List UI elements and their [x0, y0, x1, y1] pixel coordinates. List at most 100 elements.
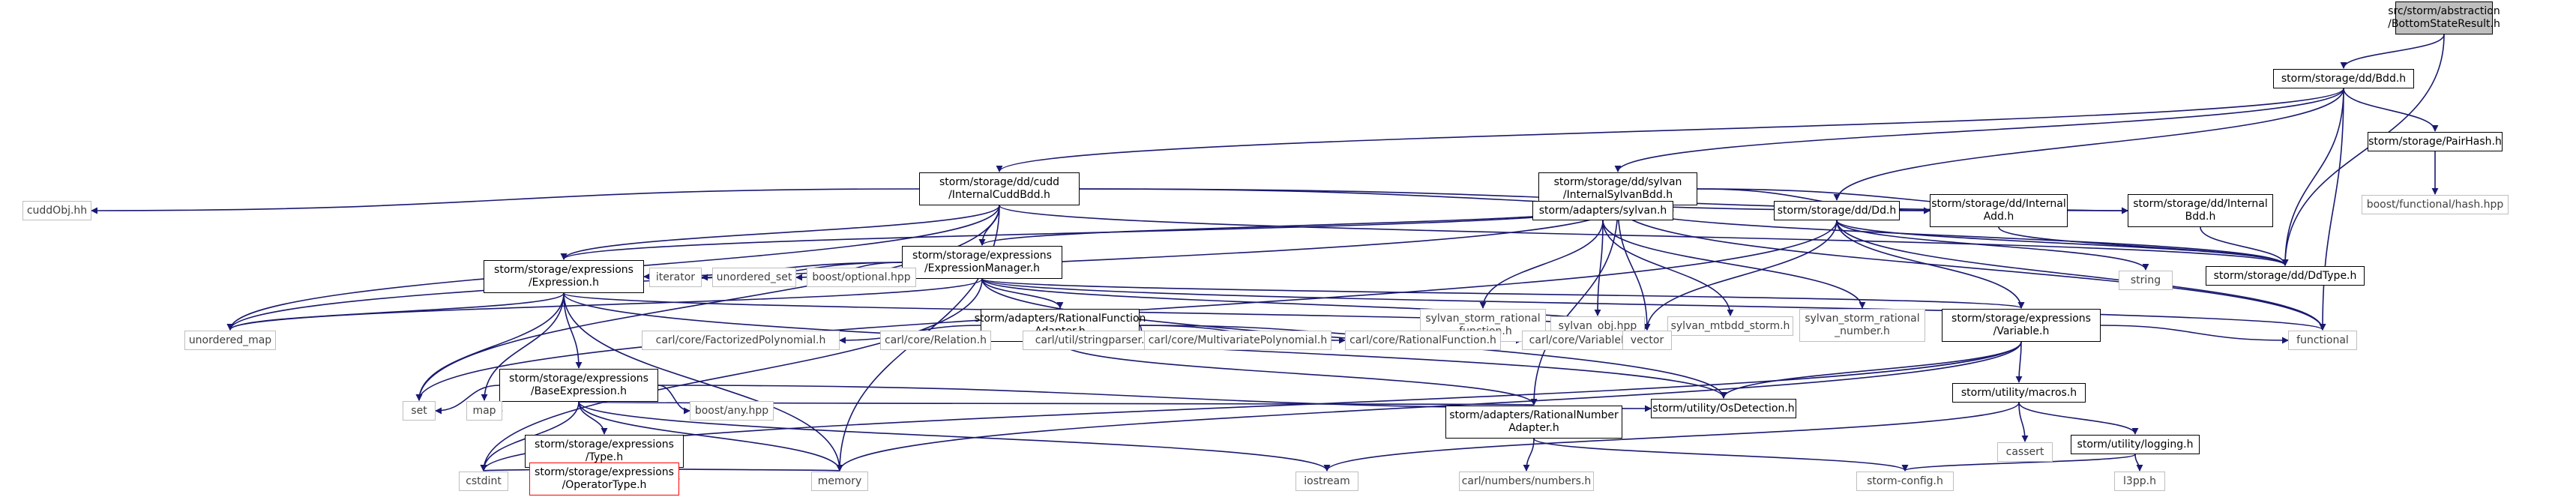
node-label-line: carl/core/MultivariatePolynomial.h	[1148, 334, 1328, 346]
node-label-line: storm/storage/dd/Internal	[2133, 198, 2268, 210]
edge-logging-to-stormconfig	[1901, 454, 2136, 472]
node-label-line: boost/any.hpp	[694, 404, 769, 417]
node-label-line: src/storm/abstraction	[2388, 5, 2500, 17]
node-set: set	[403, 401, 436, 421]
node-label-line: Add.h	[1983, 211, 2014, 223]
edge-expression-to-map	[481, 292, 565, 401]
node-exprmgr[interactable]: storm/storage/expressions/ExpressionMana…	[902, 246, 1062, 279]
node-label-line: storm/utility/logging.h	[2077, 438, 2194, 451]
edge-intadd-to-ddtype	[1998, 226, 2289, 266]
node-logging[interactable]: storm/utility/logging.h	[2071, 435, 2200, 454]
node-iostream: iostream	[1295, 472, 1358, 491]
node-boostany: boost/any.hpp	[690, 401, 774, 421]
node-label-line: boost/functional/hash.hpp	[2366, 198, 2504, 211]
node-label-line: sylvan_storm_rational	[1805, 313, 1920, 325]
node-osdetect[interactable]: storm/utility/OsDetection.h	[1651, 399, 1796, 418]
node-ddtype[interactable]: storm/storage/dd/DdType.h	[2206, 266, 2365, 286]
edge-expression-to-baseexpr	[563, 292, 583, 369]
node-macros[interactable]: storm/utility/macros.h	[1952, 383, 2086, 403]
edge-variable-to-macros	[2015, 341, 2023, 383]
node-label-line: /InternalSylvanBdd.h	[1562, 189, 1673, 201]
node-label-line: storm/storage/PairHash.h	[2368, 135, 2502, 148]
edge-bdd-to-ddtype	[2281, 88, 2344, 266]
node-label-line: storm/storage/expressions	[535, 439, 674, 451]
node-label-line: sylvan_storm_rational	[1425, 313, 1541, 325]
edge-macros-to-cassert	[2018, 402, 2029, 442]
node-bdd[interactable]: storm/storage/dd/Bdd.h	[2273, 69, 2414, 88]
edge-logging-to-l3pp	[2134, 454, 2143, 472]
node-label-line: storm/storage/expressions	[494, 264, 634, 276]
node-sylvanbdd[interactable]: storm/storage/dd/sylvan/InternalSylvanBd…	[1538, 172, 1697, 205]
node-multipoly: carl/core/MultivariatePolynomial.h	[1144, 331, 1331, 350]
node-baseexpr[interactable]: storm/storage/expressions/BaseExpression…	[499, 369, 658, 402]
node-label-line: storm-config.h	[1867, 475, 1943, 487]
node-iterator: iterator	[649, 268, 702, 287]
node-label-line: memory	[817, 475, 862, 487]
node-label-line: Bdd.h	[2185, 211, 2216, 223]
node-l3pp: l3pp.h	[2114, 472, 2165, 491]
node-uset: unordered_set	[712, 268, 796, 287]
node-label-line: sylvan_mtbdd_storm.h	[1670, 319, 1790, 332]
node-label-line: storm/storage/dd/DdType.h	[2213, 269, 2357, 282]
node-label-line: storm/storage/expressions	[912, 250, 1052, 262]
node-label-line: storm/utility/macros.h	[1960, 386, 2077, 399]
node-label-line: /BottomStateResult.h	[2388, 18, 2500, 30]
edge-exprmgr-to-rfadapter	[981, 278, 1064, 309]
node-dd[interactable]: storm/storage/dd/Dd.h	[1774, 201, 1900, 220]
node-label-line: unordered_map	[188, 334, 272, 346]
edge-sylvanbdd-to-rnadapter	[1530, 205, 1619, 406]
edge-adsylvan-to-sylobj	[1594, 220, 1604, 316]
node-cassert: cassert	[1997, 442, 2053, 462]
node-label-line: carl/core/Relation.h	[884, 334, 987, 346]
node-label-line: storm/adapters/sylvan.h	[1538, 204, 1667, 217]
node-label-line: carl/core/RationalFunction.h	[1349, 334, 1496, 346]
node-variable[interactable]: storm/storage/expressions/Variable.h	[1942, 309, 2101, 342]
node-label-line: sylvan_obj.hpp	[1558, 319, 1637, 332]
node-label-line: storm/storage/dd/Internal	[1931, 198, 2066, 210]
node-label-line: carl/core/FactorizedPolynomial.h	[655, 334, 826, 346]
node-label-line: boost/optional.hpp	[812, 271, 911, 283]
node-relation: carl/core/Relation.h	[880, 331, 991, 350]
node-label-line: Adapter.h	[1508, 422, 1559, 434]
edge-bdd-to-sylvanbdd	[1614, 88, 2344, 172]
edge-cudd-to-ddtype	[999, 205, 2289, 266]
node-label-line: map	[472, 404, 496, 417]
node-umap: unordered_map	[184, 331, 276, 350]
node-factpoly: carl/core/FactorizedPolynomial.h	[642, 331, 840, 350]
node-label-line: carl/core/VariablePool.h	[1529, 334, 1653, 346]
edge-rfadapter-to-rnadapter	[1059, 341, 1538, 406]
node-stormconfig: storm-config.h	[1856, 472, 1954, 491]
edge-bdd-to-cudd	[996, 88, 2344, 172]
node-numbers: carl/numbers/numbers.h	[1459, 472, 1594, 491]
node-label-line: /BaseExpression.h	[530, 385, 628, 397]
node-label-line: storm/storage/expressions	[1951, 313, 2091, 325]
node-cudd[interactable]: storm/storage/dd/cudd/InternalCuddBdd.h	[919, 172, 1080, 205]
edge-dd-to-string	[1836, 220, 2149, 271]
node-root[interactable]: src/storm/abstraction/BottomStateResult.…	[2388, 1, 2500, 34]
node-label-line: l3pp.h	[2123, 475, 2156, 487]
node-label-line: functional	[2296, 334, 2349, 346]
node-optype[interactable]: storm/storage/expressions/OperatorType.h	[529, 463, 679, 496]
edge-dd-to-variable	[1836, 220, 2025, 309]
node-label-line: storm/storage/dd/sylvan	[1553, 176, 1682, 188]
node-label-line: iterator	[655, 271, 696, 283]
node-expression[interactable]: storm/storage/expressions/Expression.h	[484, 260, 644, 293]
edge-sylvanbdd-to-functional	[1617, 205, 2326, 331]
node-label-line: storm/storage/expressions	[509, 373, 648, 385]
node-label-line: cuddObj.hh	[26, 204, 88, 217]
node-boostopt: boost/optional.hpp	[807, 268, 916, 287]
node-typeh[interactable]: storm/storage/expressions/Type.h	[525, 435, 684, 468]
edge-root-to-bdd	[2340, 34, 2445, 69]
node-mtbdd: sylvan_mtbdd_storm.h	[1667, 316, 1793, 336]
node-adsylvan[interactable]: storm/adapters/sylvan.h	[1532, 201, 1673, 220]
edge-bdd-to-dd	[1833, 88, 2344, 201]
node-label-line: cassert	[2005, 445, 2044, 458]
edge-expression-to-memory	[563, 292, 843, 472]
node-label-line: carl/numbers/numbers.h	[1461, 475, 1592, 487]
node-cuddobj: cuddObj.hh	[22, 201, 91, 220]
node-pairhash[interactable]: storm/storage/PairHash.h	[2368, 132, 2503, 151]
node-label-line: vector	[1630, 334, 1664, 346]
